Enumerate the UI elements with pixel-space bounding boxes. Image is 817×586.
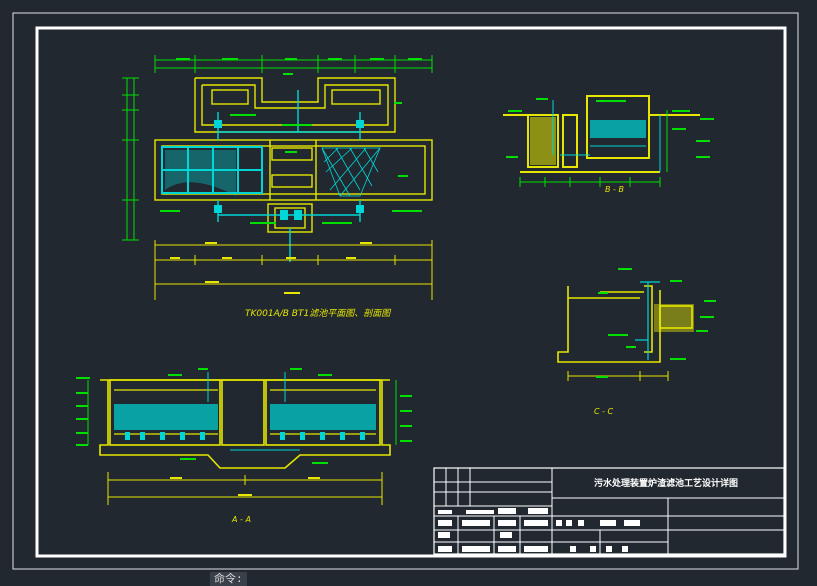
plan-view[interactable]: TK001A/B BT1滤池平面图、剖面图 (122, 55, 433, 319)
plan-title: TK001A/B BT1滤池平面图、剖面图 (245, 308, 392, 319)
inner-drawing-frame (35, 26, 787, 558)
section-bb-label: B - B (605, 185, 624, 194)
section-aa[interactable]: A - A (76, 368, 412, 524)
title-block[interactable]: 污水处理装置炉渣滤池工艺设计详图 (433, 467, 785, 555)
title-block-title: 污水处理装置炉渣滤池工艺设计详图 (594, 477, 738, 489)
command-input[interactable] (270, 572, 770, 586)
section-cc[interactable]: C - C (557, 268, 716, 416)
command-line[interactable]: 命令: (210, 572, 770, 586)
section-bb[interactable]: B - B (503, 95, 714, 194)
command-prompt: 命令: (214, 572, 243, 585)
section-cc-label: C - C (594, 407, 614, 416)
section-aa-label: A - A (231, 515, 251, 524)
outer-sheet-border (12, 12, 799, 570)
